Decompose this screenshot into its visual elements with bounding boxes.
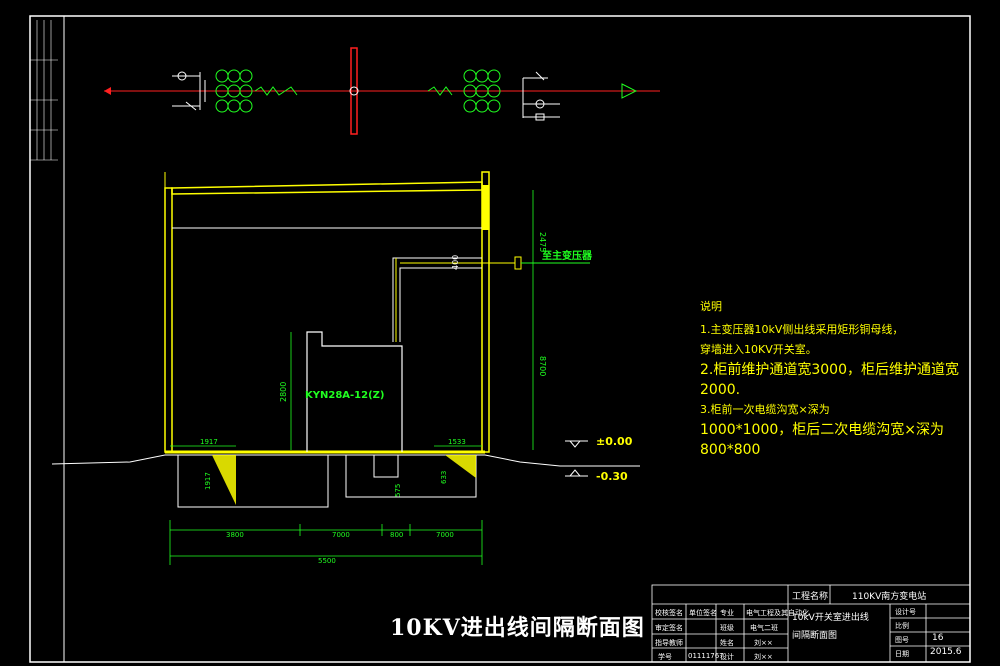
- dim-left-trench-d: 1917: [204, 472, 212, 490]
- ground-level-label: ±0.00: [596, 435, 633, 448]
- switchgear-cabinet: [306, 331, 403, 452]
- single-line-diagram: [104, 47, 660, 135]
- load-arrow-icon: [621, 83, 638, 99]
- left-wall: [164, 187, 173, 453]
- tb-design-label: 设计号: [895, 608, 916, 616]
- tb-r1-c1: 校核签名: [655, 609, 683, 617]
- notes-block: 说明 1.主变压器10kV侧出线采用矩形铜母线， 穿墙进入10KV开关室。 2.…: [700, 298, 970, 460]
- title-block: [651, 584, 971, 663]
- drawing-title: 10KV进出线间隔断面图: [390, 615, 645, 641]
- tb-date-label: 日期: [895, 650, 909, 658]
- cabinet-model-label: KYN28A-12(Z): [305, 390, 384, 401]
- dim-right-trench-w: 1533: [448, 438, 466, 446]
- tb-r4-c4: 刘××: [754, 653, 773, 661]
- tb-r4-c1: 学号: [658, 653, 672, 661]
- notes-heading: 说明: [700, 300, 722, 313]
- source-arrow-icon: [104, 87, 111, 95]
- current-transformer-right-icon: [427, 69, 501, 113]
- tb-project-label: 工程名称: [792, 592, 829, 602]
- tb-r3-c3: 姓名: [720, 639, 734, 647]
- tb-r3-c4: 刘××: [754, 639, 773, 647]
- notes-line-1: 1.主变压器10kV侧出线采用矩形铜母线，: [700, 323, 904, 336]
- tb-r1-c3: 专业: [720, 609, 734, 617]
- tb-r3-c1: 指导教师: [655, 639, 683, 647]
- dim-pit-depth-1: 575: [394, 484, 402, 497]
- dim-right-height: 8700: [538, 356, 547, 376]
- tb-drawing-name-2: 间隔断面图: [792, 631, 838, 641]
- to-transformer-label: 至主变压器: [542, 249, 593, 262]
- circuit-breaker-icon: [350, 47, 358, 135]
- tb-r2-c4: 电气二班: [750, 624, 778, 632]
- dim-total: 5500: [318, 557, 336, 565]
- dim-bottom-c: 800: [390, 531, 403, 539]
- dim-bottom-d: 7000: [436, 531, 454, 539]
- tb-scale-label: 比例: [895, 622, 909, 630]
- tb-date-value: 2015.6: [930, 647, 962, 657]
- tb-r1-c2: 单位签名: [689, 609, 717, 617]
- notes-line-3: 2.柜前维护通道宽3000，柜后维护通道宽: [700, 362, 959, 378]
- notes-line-2: 穿墙进入10KV开关室。: [700, 343, 817, 356]
- tb-project-name: 110KV南方变电站: [852, 592, 927, 602]
- right-wall: [481, 171, 490, 453]
- dim-bottom-a: 3800: [226, 531, 244, 539]
- notes-line-7: 800*800: [700, 442, 761, 458]
- binding-strip: [30, 20, 58, 161]
- drawing-inner-frame: [63, 15, 971, 663]
- current-transformer-left-icon: [215, 69, 298, 113]
- tb-r4-c3: 设计: [720, 653, 734, 661]
- dim-left-trench-w: 1917: [200, 438, 218, 446]
- dim-left-height: 2800: [279, 382, 288, 402]
- dim-pit-depth-2: 633: [440, 471, 448, 484]
- building-section: [51, 171, 640, 565]
- tb-r2-c3: 班级: [720, 624, 734, 632]
- tb-sheet-no: 16: [932, 633, 944, 643]
- notes-line-5: 3.柜前一次电缆沟宽×深为: [700, 403, 830, 416]
- tb-drawing-name-1: 10kV开关室进出线: [792, 613, 869, 623]
- dim-top-height: 2475: [538, 232, 547, 252]
- pit-level-label: -0.30: [596, 470, 628, 483]
- busbar-pipe: [392, 257, 482, 342]
- tb-r1-c4: 电气工程及其自动化: [746, 609, 809, 617]
- tb-sheet-label: 图号: [895, 636, 909, 644]
- tb-r4-c2: 01111767: [688, 652, 724, 660]
- notes-line-4: 2000.: [700, 382, 741, 398]
- dim-pipe: 400: [451, 255, 460, 270]
- tb-r2-c1: 审定签名: [655, 624, 683, 632]
- dim-bottom-b: 7000: [332, 531, 350, 539]
- dimension-labels: 2475 8700 2800 400 1917 1917 1533 575 63…: [200, 232, 633, 565]
- notes-line-6: 1000*1000，柜后二次电缆沟宽×深为: [700, 422, 944, 438]
